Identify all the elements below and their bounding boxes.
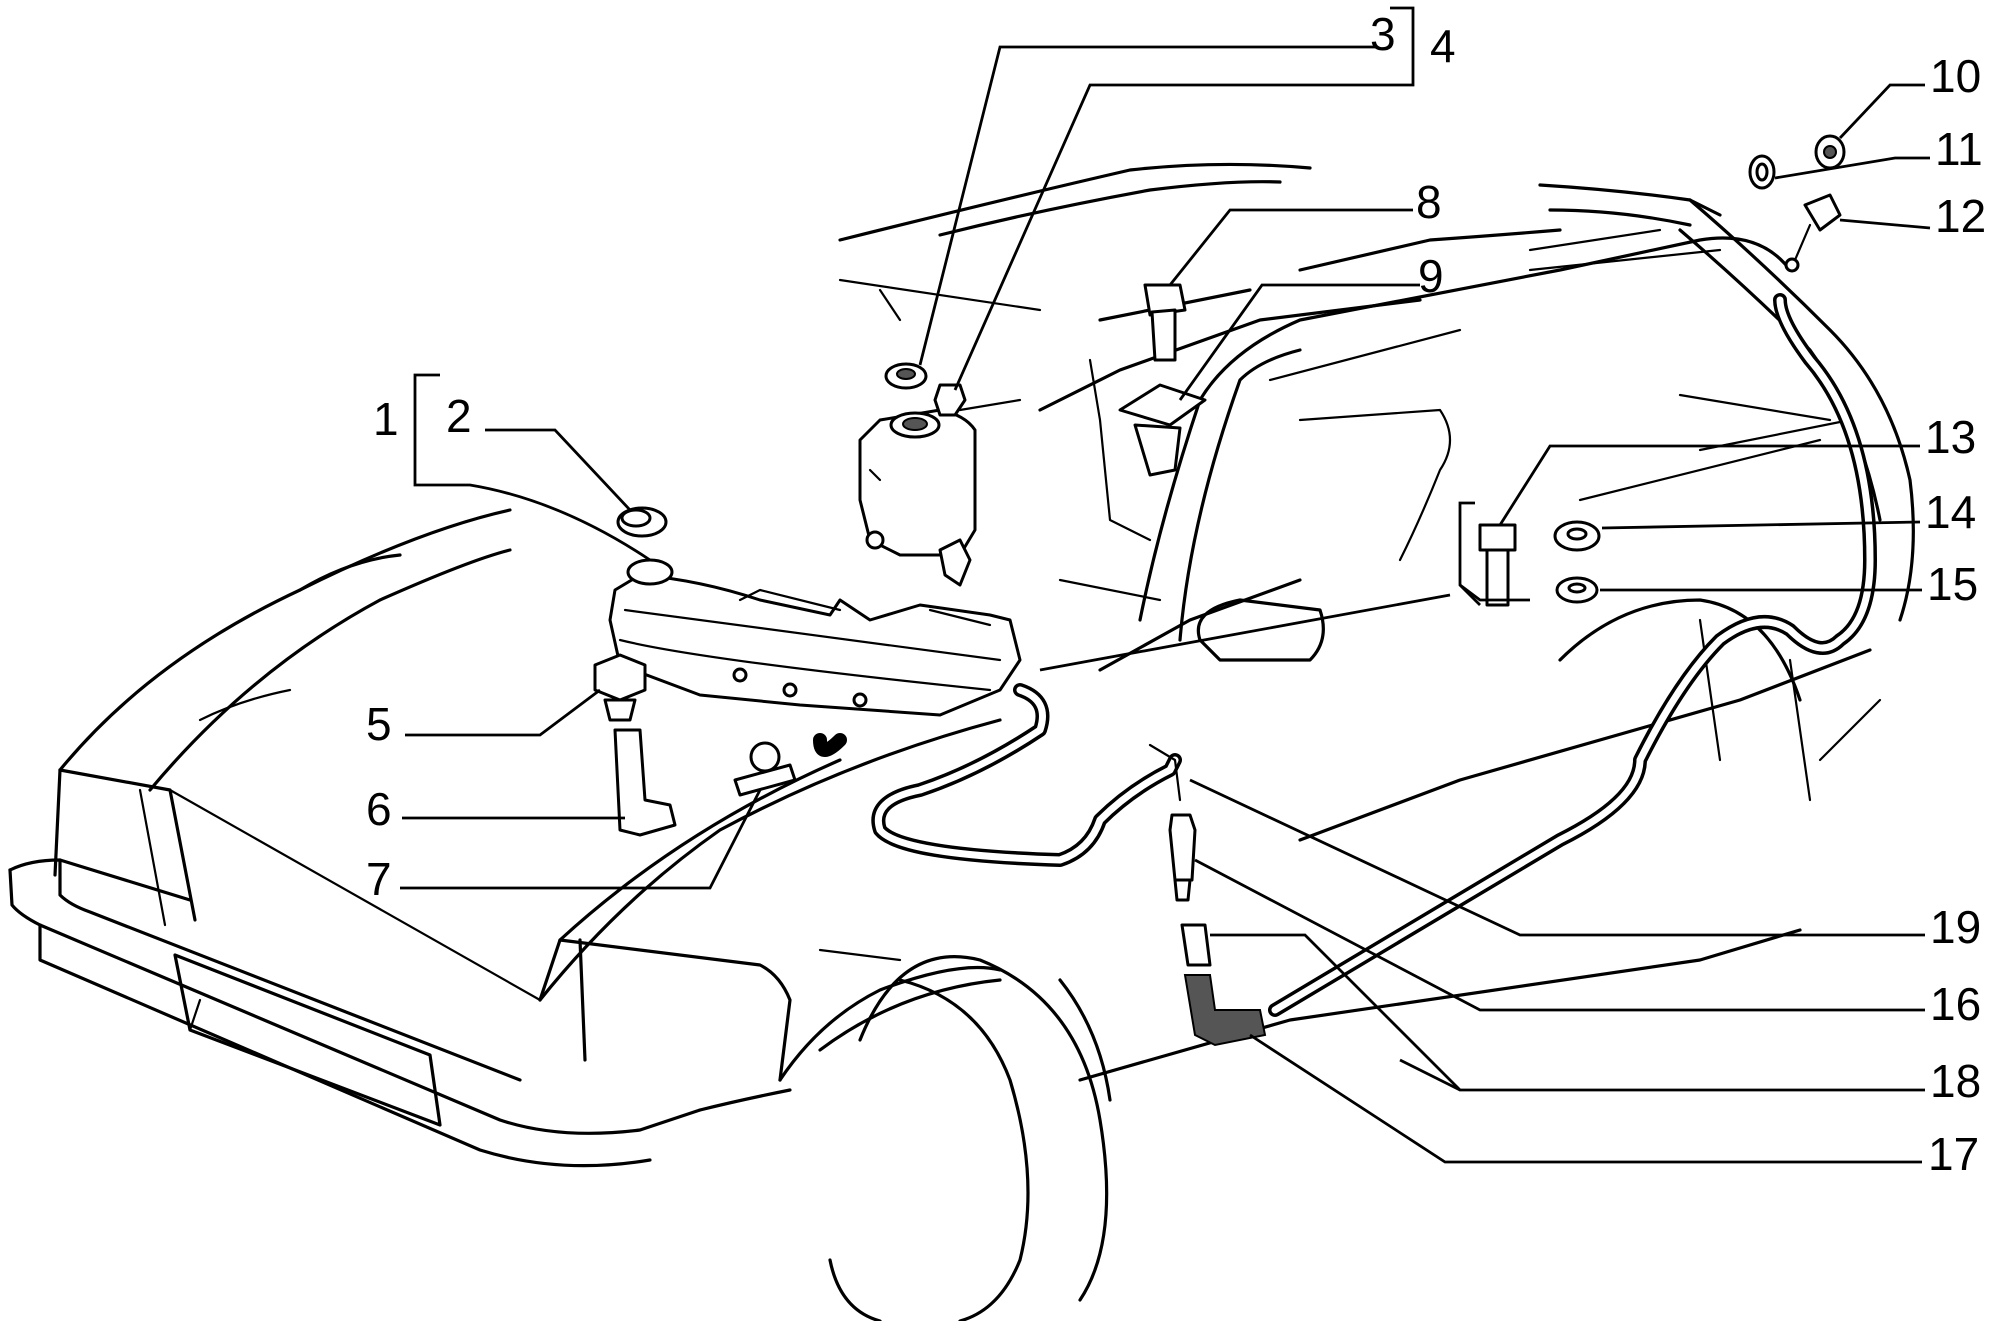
washer-hose-front: [871, 683, 1182, 867]
washer-15: [1555, 576, 1599, 604]
callout-4: 4: [1430, 20, 1456, 72]
callout-8: 8: [1416, 176, 1442, 228]
bolt-8: [1143, 283, 1187, 362]
callout-15: 15: [1927, 558, 1978, 610]
washer-reservoir: [608, 558, 1022, 717]
callout-12: 12: [1935, 190, 1986, 242]
bolt-13: [1478, 523, 1517, 607]
callout-numbers: 1 2 3 4 5 6 7 8 9 10 11 12 13 14 15 19 1…: [366, 8, 1986, 1180]
car-body-outline: [8, 162, 1915, 1321]
small-cap: [884, 362, 928, 390]
nut-10: [1814, 134, 1846, 170]
callout-2: 2: [446, 390, 472, 442]
valve-16: [1168, 813, 1197, 902]
callout-11: 11: [1935, 123, 1983, 175]
elbow-hose: [613, 728, 677, 837]
callout-7: 7: [366, 853, 392, 905]
callout-1: 1: [373, 393, 399, 445]
callout-10: 10: [1930, 50, 1981, 102]
washer-11: [1748, 154, 1776, 190]
callout-14: 14: [1925, 486, 1976, 538]
callout-5: 5: [366, 698, 392, 750]
washer-nozzle: [593, 653, 647, 722]
callout-6: 6: [366, 783, 392, 835]
nut-14: [1553, 520, 1601, 552]
callout-18: 18: [1930, 1055, 1981, 1107]
sleeve-18: [1180, 923, 1212, 967]
jet-12: [1784, 193, 1842, 273]
elbow-17: [1183, 974, 1267, 1047]
washer-hose-rear: [1268, 293, 1877, 1017]
clip-9: [1118, 383, 1207, 477]
callout-13: 13: [1925, 411, 1976, 463]
pump-assembly: [858, 383, 977, 587]
bend-19: [1148, 743, 1182, 802]
callout-9: 9: [1418, 250, 1444, 302]
callout-16: 16: [1930, 978, 1981, 1030]
leader-lines: [400, 6, 1931, 1164]
callout-19: 19: [1930, 901, 1981, 953]
t-connector: [733, 741, 797, 797]
washer-hose-short: [813, 733, 847, 757]
reservoir-cap: [616, 506, 668, 538]
callout-3: 3: [1370, 8, 1396, 60]
callout-17: 17: [1928, 1128, 1979, 1180]
